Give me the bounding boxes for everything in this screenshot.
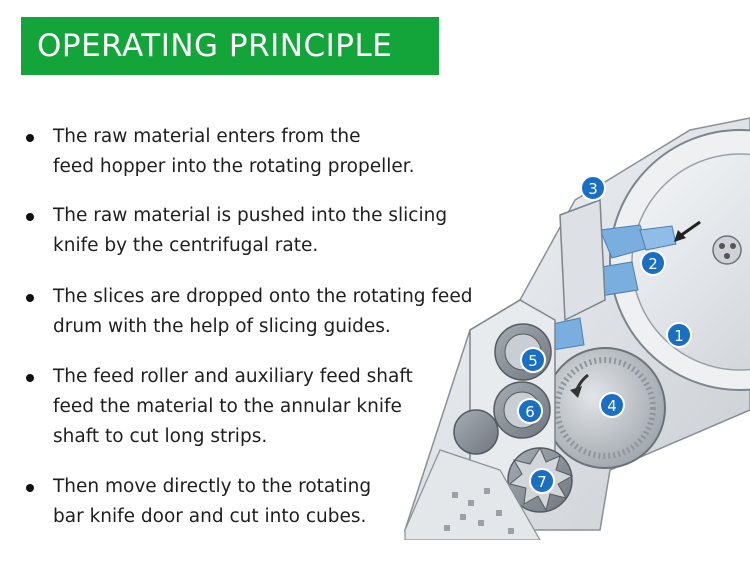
machine-diagram: 1 2 3 4 5 6 7 [403, 117, 750, 540]
step-line: The slices are dropped onto the rotating… [53, 286, 473, 307]
principle-steps: The raw material enters from the feed ho… [26, 126, 473, 527]
step-line: feed hopper into the rotating propeller. [53, 156, 415, 177]
bullet-icon [26, 134, 34, 142]
slicing-guide [559, 198, 606, 322]
svg-text:6: 6 [525, 403, 535, 421]
auxiliary-feed-shaft [453, 409, 499, 455]
step-line: feed the material to the annular knife [53, 396, 402, 417]
callout-2: 2 [640, 250, 666, 276]
feed-drum-knurl [554, 357, 656, 459]
callout-3: 3 [580, 175, 606, 201]
step-line: The raw material enters from the [53, 126, 361, 147]
bullet-icon [26, 374, 34, 382]
step-line: The feed roller and auxiliary feed shaft [53, 366, 413, 387]
svg-text:3: 3 [588, 180, 598, 198]
product-piece [639, 225, 677, 251]
output-chute [404, 449, 541, 540]
shaft-hub [712, 235, 742, 265]
callout-7: 7 [529, 468, 555, 494]
bullet-icon [26, 294, 34, 302]
callout-5: 5 [520, 347, 546, 373]
title-banner: OPERATING PRINCIPLE [21, 17, 439, 75]
svg-text:4: 4 [607, 397, 617, 415]
step-line: The raw material is pushed into the slic… [53, 205, 448, 226]
step-line: shaft to cut long strips. [53, 426, 268, 447]
svg-text:2: 2 [648, 255, 658, 273]
callout-1: 1 [666, 322, 692, 348]
svg-text:5: 5 [528, 352, 538, 370]
step-line: Then move directly to the rotating [53, 476, 372, 497]
step-line: drum with the help of slicing guides. [53, 316, 391, 337]
step-line: bar knife door and cut into cubes. [53, 506, 367, 527]
bullet-icon [26, 213, 34, 221]
step-line: knife by the centrifugal rate. [53, 235, 319, 256]
callout-4: 4 [599, 392, 625, 418]
svg-text:7: 7 [537, 473, 547, 491]
bullet-icon [26, 484, 34, 492]
diced-cubes [444, 488, 514, 534]
svg-text:1: 1 [674, 327, 684, 345]
arrow-icon [674, 230, 686, 242]
callout-6: 6 [517, 398, 543, 424]
page-title: OPERATING PRINCIPLE [37, 28, 393, 64]
